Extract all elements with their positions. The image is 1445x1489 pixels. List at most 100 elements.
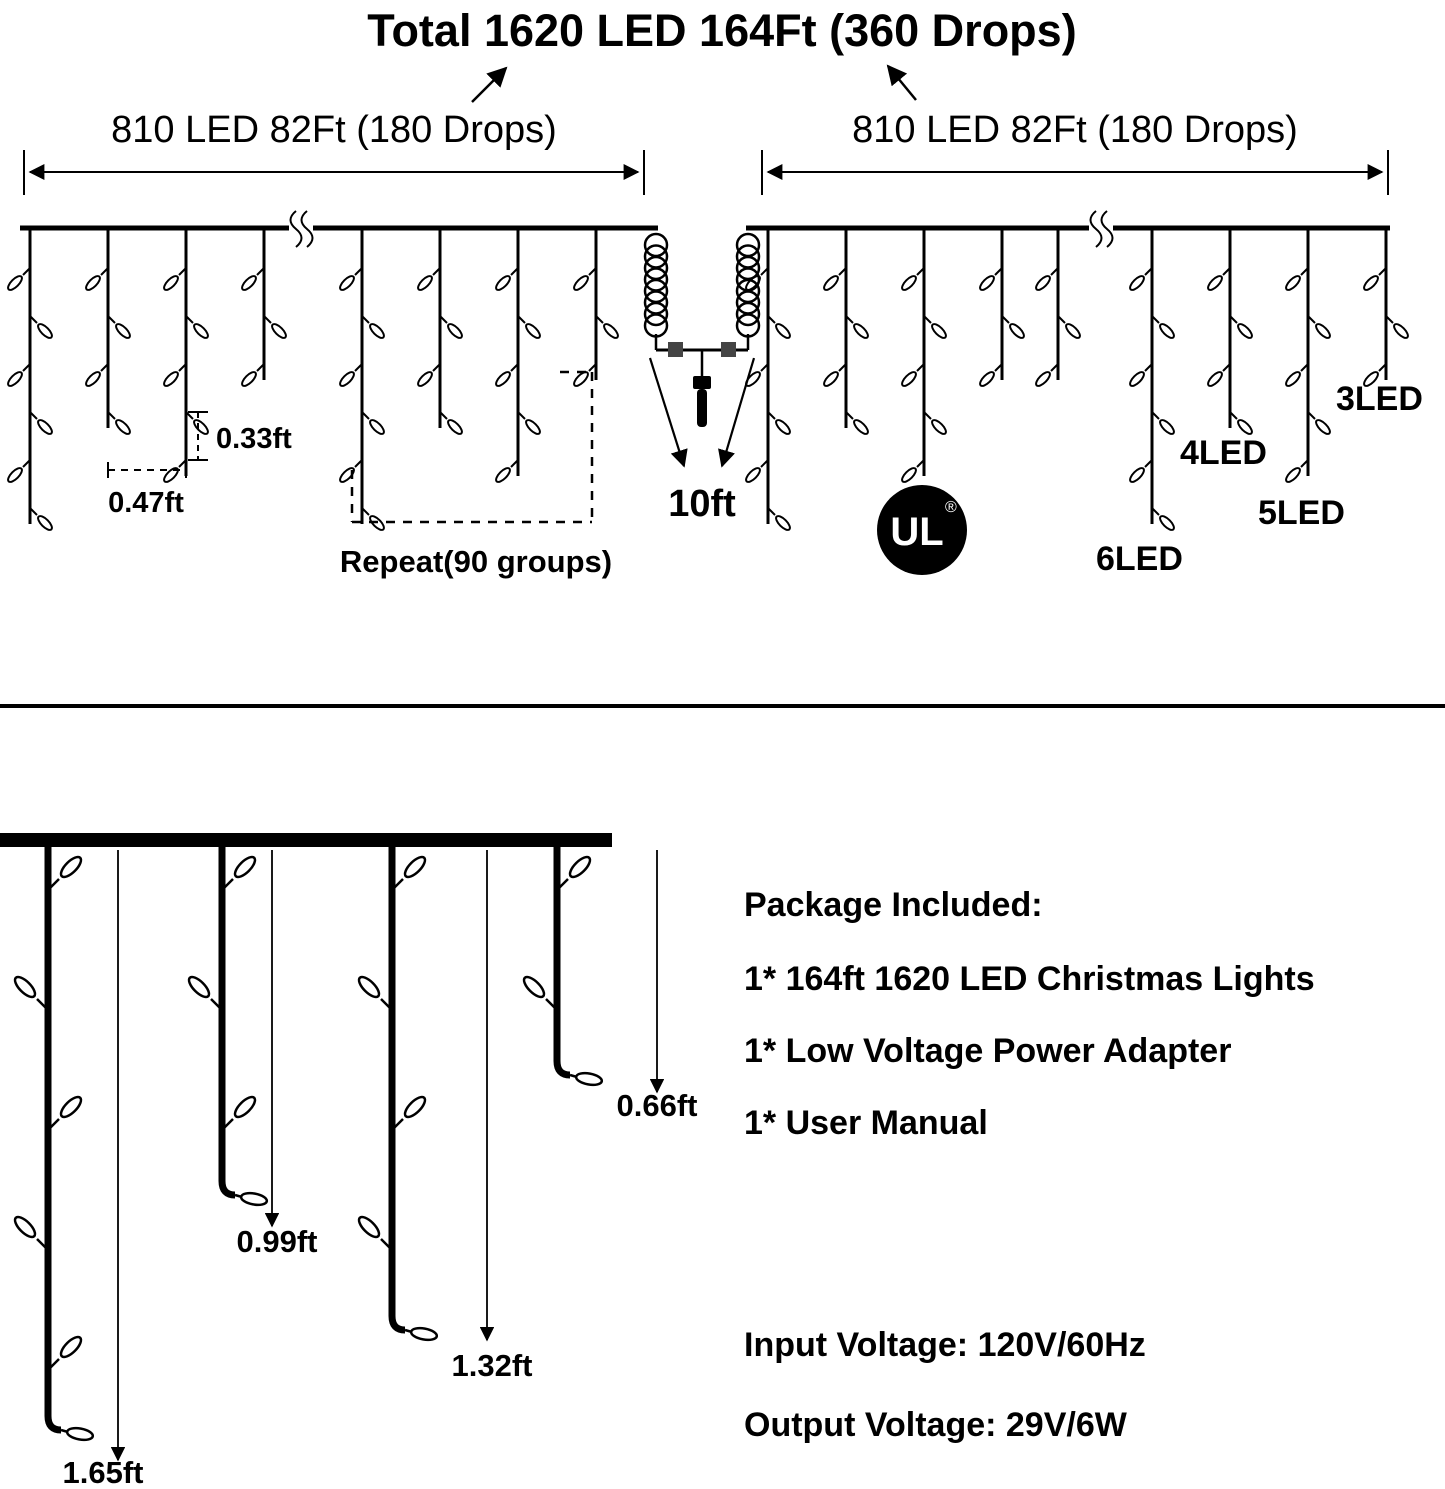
bulb-gap-measure bbox=[188, 411, 208, 461]
bulb-stem bbox=[923, 411, 932, 420]
bulb-stem bbox=[29, 315, 38, 324]
led-bulb-icon bbox=[823, 275, 839, 291]
package-item-3: 1* User Manual bbox=[744, 1104, 988, 1142]
led-bulb-icon bbox=[775, 323, 791, 339]
led-bulb-icon bbox=[37, 515, 53, 531]
output-voltage-spec: Output Voltage: 29V/6W bbox=[744, 1406, 1128, 1444]
led-bulb-icon bbox=[1009, 323, 1025, 339]
bulb-stem bbox=[354, 459, 363, 468]
led-bulb-icon bbox=[115, 323, 131, 339]
bulb-stem bbox=[432, 267, 441, 276]
led-bulb-icon bbox=[59, 1095, 83, 1119]
coiled-lead-wires bbox=[643, 232, 761, 350]
led-bulb-icon bbox=[1159, 515, 1175, 531]
led-bulb-icon bbox=[241, 371, 257, 387]
bulb-stem bbox=[510, 459, 519, 468]
led-bulb-icon bbox=[979, 371, 995, 387]
left-dimension-line bbox=[23, 150, 645, 195]
led-bulb-icon bbox=[603, 323, 619, 339]
led-bulb-icon bbox=[403, 855, 427, 879]
led-bulb-icon bbox=[1035, 275, 1051, 291]
bulb-stem bbox=[760, 363, 769, 372]
led-bulb-icon bbox=[931, 419, 947, 435]
led-bulb-icon bbox=[7, 467, 23, 483]
bulb-stem bbox=[588, 267, 597, 276]
bulb-stem bbox=[22, 267, 31, 276]
right-dimension-line bbox=[761, 150, 1389, 195]
wire-break-left bbox=[289, 210, 314, 248]
bulb-stem bbox=[256, 363, 265, 372]
drop-gap-measure bbox=[107, 462, 187, 478]
led-bulb-icon bbox=[1285, 275, 1301, 291]
bulb-stem bbox=[916, 459, 925, 468]
led-bulb-icon bbox=[745, 467, 761, 483]
bulb-stem bbox=[1222, 363, 1231, 372]
bulb-stem bbox=[439, 411, 448, 420]
bulb-stem bbox=[545, 998, 558, 1011]
led-bulb-icon bbox=[65, 1426, 95, 1442]
led-bulb-icon bbox=[495, 275, 511, 291]
bulb-stem bbox=[354, 267, 363, 276]
bulb-stem bbox=[767, 507, 776, 516]
drop-length-detail bbox=[13, 847, 604, 1442]
bulb-stem bbox=[1050, 267, 1059, 276]
right-span-label: 810 LED 82Ft (180 Drops) bbox=[852, 109, 1298, 151]
bulb-stem bbox=[256, 267, 265, 276]
bulb-stem bbox=[210, 998, 223, 1011]
bulb-stem bbox=[767, 315, 776, 324]
coil-loop bbox=[735, 301, 761, 327]
led-count-label-4: 4LED bbox=[1180, 434, 1267, 472]
package-item-1: 1* 164ft 1620 LED Christmas Lights bbox=[744, 960, 1315, 998]
icicle-drops bbox=[7, 228, 1409, 531]
bulb-stem bbox=[1378, 267, 1387, 276]
bulb-stem bbox=[845, 315, 854, 324]
led-bulb-icon bbox=[853, 323, 869, 339]
bulb-stem bbox=[22, 459, 31, 468]
bulb-stem bbox=[178, 267, 187, 276]
bulb-stem bbox=[1144, 459, 1153, 468]
led-bulb-icon bbox=[495, 371, 511, 387]
led-bulb-icon bbox=[357, 1215, 381, 1239]
led-bulb-icon bbox=[1285, 371, 1301, 387]
bulb-stem bbox=[47, 1358, 60, 1371]
ul-text: UL bbox=[890, 510, 943, 554]
led-bulb-icon bbox=[37, 323, 53, 339]
bulb-stem bbox=[1300, 363, 1309, 372]
bulb-stem bbox=[838, 363, 847, 372]
bulb-stem bbox=[923, 315, 932, 324]
input-voltage-spec: Input Voltage: 120V/60Hz bbox=[744, 1326, 1146, 1364]
led-bulb-icon bbox=[85, 275, 101, 291]
bulb-stem bbox=[178, 363, 187, 372]
led-bulb-icon bbox=[901, 275, 917, 291]
led-bulb-icon bbox=[417, 371, 433, 387]
package-item-2: 1* Low Voltage Power Adapter bbox=[744, 1032, 1231, 1070]
page-title: Total 1620 LED 164Ft (360 Drops) bbox=[367, 5, 1076, 56]
led-bulb-icon bbox=[7, 275, 23, 291]
bulb-stem bbox=[354, 363, 363, 372]
bulb-stem bbox=[391, 1118, 404, 1131]
bulb-stem bbox=[510, 267, 519, 276]
led-bulb-icon bbox=[1207, 371, 1223, 387]
led-bulb-icon bbox=[403, 1095, 427, 1119]
bulb-stem bbox=[1151, 507, 1160, 516]
title-arrow-right bbox=[886, 64, 917, 101]
bulb-gap-label: 0.33ft bbox=[216, 423, 292, 455]
led-bulb-icon bbox=[525, 323, 541, 339]
led-bulb-icon bbox=[1129, 371, 1145, 387]
led-bulb-icon bbox=[1065, 323, 1081, 339]
bulb-stem bbox=[838, 267, 847, 276]
ul-circle-icon bbox=[877, 485, 967, 575]
drop-wire-thick bbox=[388, 847, 406, 1334]
led-bulb-icon bbox=[1315, 419, 1331, 435]
led-count-label-5: 5LED bbox=[1258, 494, 1345, 532]
title-arrow-left bbox=[471, 66, 508, 103]
bulb-stem bbox=[221, 1118, 234, 1131]
led-bulb-icon bbox=[1035, 371, 1051, 387]
led-bulb-icon bbox=[163, 275, 179, 291]
bulb-stem bbox=[36, 998, 49, 1011]
bulb-stem bbox=[845, 411, 854, 420]
bottom-wire bbox=[0, 833, 612, 847]
led-bulb-icon bbox=[369, 323, 385, 339]
bulb-stem bbox=[47, 878, 60, 891]
